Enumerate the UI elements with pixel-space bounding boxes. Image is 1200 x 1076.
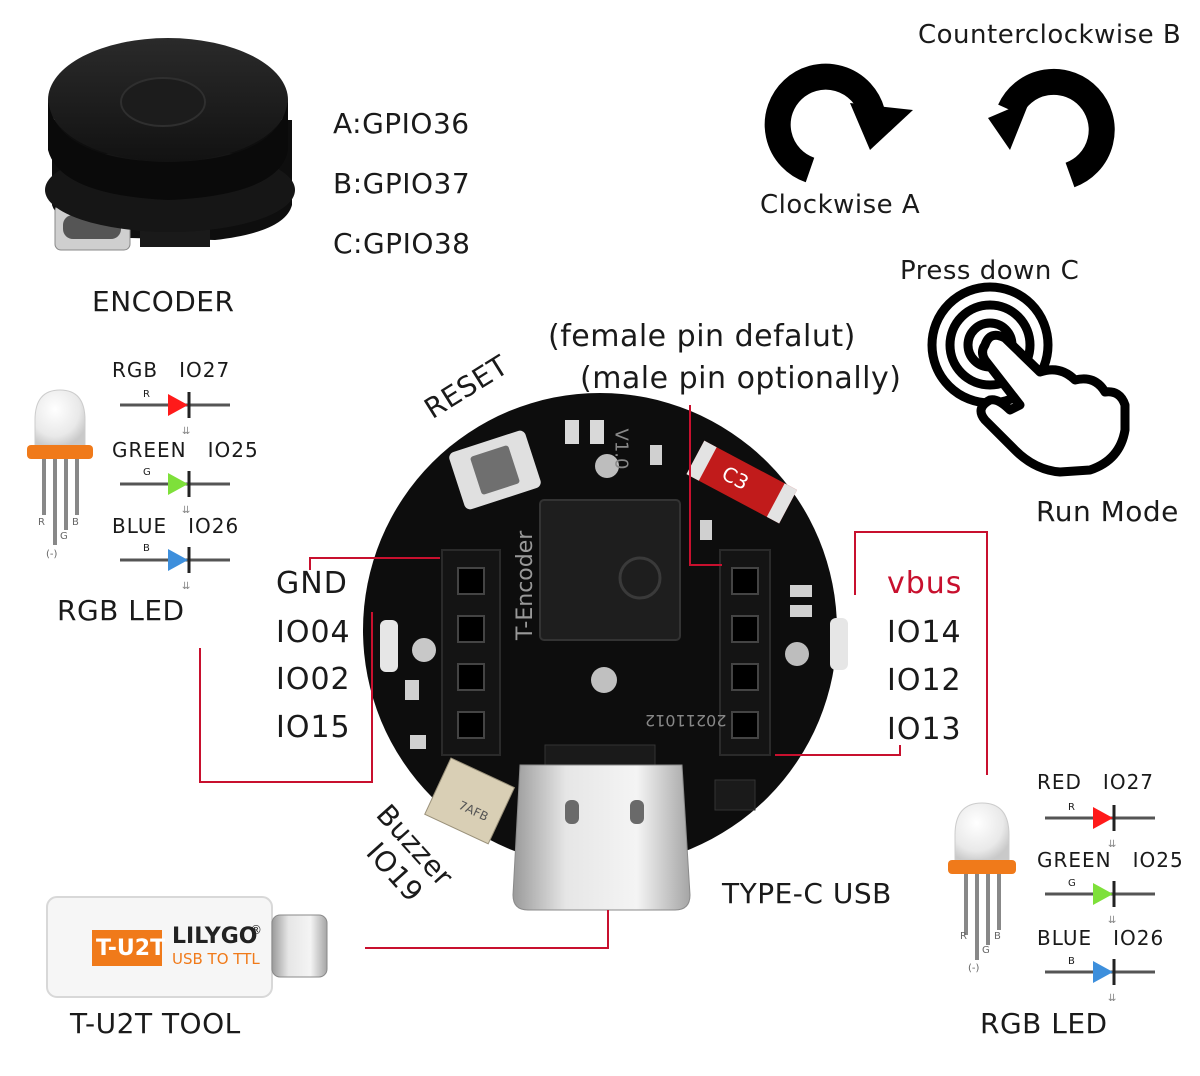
tool-brand-mark: ® <box>250 923 262 937</box>
right-pin-io13: IO13 <box>887 712 962 747</box>
svg-text:⇊: ⇊ <box>1108 839 1116 850</box>
rgb-left-letter-b: B <box>143 543 150 554</box>
tool-label: T-U2T TOOL <box>70 1007 241 1040</box>
rgb-right-row-blue: BLUE IO26 <box>1037 926 1165 950</box>
encoder-pin-b: B:GPIO37 <box>333 167 471 200</box>
tool-tag: T-U2T <box>96 936 166 961</box>
rgb-left-leg-b: B <box>72 517 79 528</box>
connector-lines <box>199 405 988 949</box>
svg-text:⇊: ⇊ <box>182 426 190 437</box>
rgb-led-right-image <box>948 802 1016 960</box>
board-silk-version: V1.0 <box>610 428 632 470</box>
diode-red-left: ⇊ <box>120 392 230 437</box>
right-pin-io14: IO14 <box>887 615 962 650</box>
tool-sub: USB TO TTL <box>172 950 260 968</box>
left-pin-io04: IO04 <box>276 615 351 650</box>
diode-blue-left: ⇊ <box>120 547 230 592</box>
rgb-right-leg-b: B <box>994 931 1001 942</box>
right-pin-vbus: vbus <box>887 566 963 601</box>
rgb-left-leg-g: G <box>60 531 68 542</box>
type-c-label: TYPE-C USB <box>722 877 892 910</box>
press-touch-icon <box>927 282 1130 477</box>
rgb-left-row-red: RGB IO27 <box>112 358 231 382</box>
rgb-right-row-green: GREEN IO25 <box>1037 848 1184 872</box>
diode-green-right: ⇊ <box>1045 881 1155 926</box>
left-pin-io02: IO02 <box>276 662 351 697</box>
rgb-left-leg-ground: (-) <box>46 549 58 560</box>
header-note-line1: (female pin defalut) <box>548 319 856 354</box>
rgb-right-leg-ground: (-) <box>968 963 980 974</box>
rgb-left-letter-g: G <box>143 467 151 478</box>
press-label: Press down C <box>900 256 1080 286</box>
rgb-right-title: RGB LED <box>980 1007 1108 1040</box>
diode-green-left: ⇊ <box>120 471 230 516</box>
counterclockwise-arrow-icon <box>988 68 1115 188</box>
tool-brand: LILYGO <box>172 924 258 949</box>
rgb-left-row-green: GREEN IO25 <box>112 438 259 462</box>
rgb-right-leg-g: G <box>982 945 990 956</box>
board-silk-date: 20211012 <box>645 711 727 730</box>
rgb-left-row-blue: BLUE IO26 <box>112 514 240 538</box>
rgb-right-leg-r: R <box>960 931 967 942</box>
t-u2t-tool-image <box>46 896 328 998</box>
right-pin-io12: IO12 <box>887 663 962 698</box>
clockwise-arrow-icon <box>764 63 913 183</box>
svg-text:⇊: ⇊ <box>1108 993 1116 1004</box>
rgb-left-leg-r: R <box>38 517 45 528</box>
diode-red-right: ⇊ <box>1045 805 1155 850</box>
clockwise-label: Clockwise A <box>760 190 921 220</box>
rgb-right-letter-g: G <box>1068 878 1076 889</box>
svg-text:⇊: ⇊ <box>1108 915 1116 926</box>
encoder-label: ENCODER <box>92 285 235 318</box>
rgb-right-letter-r: R <box>1068 802 1075 813</box>
rgb-right-row-red: RED IO27 <box>1037 770 1155 794</box>
svg-text:⇊: ⇊ <box>182 505 190 516</box>
encoder-image <box>45 38 295 251</box>
header-note-line2: (male pin optionally) <box>580 361 902 396</box>
diode-blue-right: ⇊ <box>1045 959 1155 1004</box>
rgb-left-title: RGB LED <box>57 594 185 627</box>
left-pin-gnd: GND <box>276 566 348 601</box>
rgb-led-left-image <box>27 389 93 545</box>
svg-text:⇊: ⇊ <box>182 581 190 592</box>
encoder-pin-c: C:GPIO38 <box>333 227 471 260</box>
counterclockwise-label: Counterclockwise B <box>918 20 1182 50</box>
rgb-left-letter-r: R <box>143 389 150 400</box>
run-mode-label: Run Mode <box>1036 495 1179 528</box>
board-silk-name: T-Encoder <box>513 530 538 640</box>
left-pin-io15: IO15 <box>276 710 351 745</box>
rgb-right-letter-b: B <box>1068 956 1075 967</box>
t-encoder-board <box>363 393 848 911</box>
encoder-pin-a: A:GPIO36 <box>333 107 470 140</box>
